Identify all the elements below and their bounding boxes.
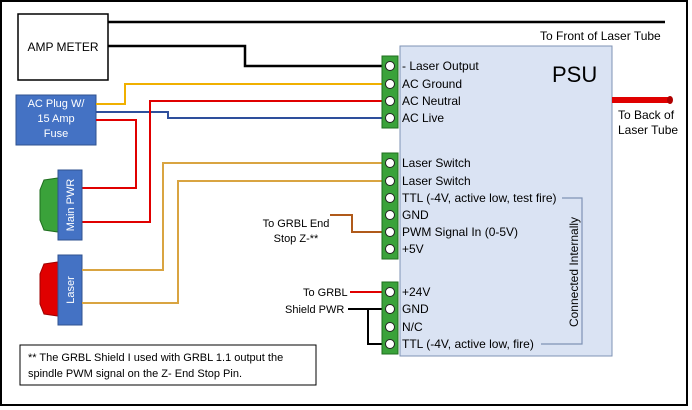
to-grbl-label: To GRBL bbox=[303, 287, 348, 299]
terminal-block-lower bbox=[381, 281, 399, 355]
terminal-label: TTL (-4V, active low, test fire) bbox=[402, 191, 557, 205]
terminal-label: N/C bbox=[402, 320, 423, 334]
shield-pwr-label: Shield PWR bbox=[285, 304, 344, 316]
amp-meter-label: AMP METER bbox=[27, 40, 98, 54]
wire-laser-switch-2 bbox=[82, 180, 385, 304]
wire-ac-ground bbox=[96, 83, 385, 105]
ac-plug-label-3: Fuse bbox=[44, 128, 68, 140]
terminal-label: Laser Switch bbox=[402, 156, 471, 170]
to-back-label-2: Laser Tube bbox=[618, 123, 678, 137]
main-pwr-label: Main PWR bbox=[65, 179, 77, 232]
terminal-label: AC Live bbox=[402, 111, 444, 125]
wire-to-back-end bbox=[667, 96, 673, 104]
to-back-label-1: To Back of bbox=[618, 108, 675, 122]
psu-title: PSU bbox=[552, 62, 597, 87]
grbl-end-label-1: To GRBL End bbox=[263, 218, 330, 230]
footnote-line-1: ** The GRBL Shield I used with GRBL 1.1 … bbox=[28, 352, 283, 364]
wire-plug-to-switch bbox=[82, 119, 137, 189]
psu-box bbox=[399, 45, 613, 357]
footnote-line-2: spindle PWM signal on the Z- End Stop Pi… bbox=[28, 368, 242, 380]
terminal-label: GND bbox=[402, 208, 429, 222]
main-pwr-rocker bbox=[39, 177, 59, 233]
to-front-label: To Front of Laser Tube bbox=[540, 29, 661, 43]
ac-plug-label-2: 15 Amp bbox=[37, 113, 74, 125]
laser-rocker bbox=[39, 261, 59, 317]
terminal-label: AC Neutral bbox=[402, 94, 461, 108]
grbl-end-label-2: Stop Z-** bbox=[274, 233, 319, 245]
footnote-box bbox=[19, 344, 317, 386]
terminal-block-upper bbox=[381, 55, 399, 129]
connected-internally-bracket bbox=[541, 197, 583, 345]
terminal-block-middle bbox=[381, 152, 399, 260]
terminal-label: - Laser Output bbox=[402, 59, 479, 73]
connected-internally-label: Connected Internally bbox=[567, 217, 581, 327]
wire-to-back bbox=[612, 97, 670, 103]
main-pwr-box bbox=[57, 169, 83, 241]
wire-laser-switch-1 bbox=[82, 162, 385, 271]
laser-label: Laser bbox=[65, 276, 77, 304]
terminal-label: +5V bbox=[402, 242, 424, 256]
terminal-label: +24V bbox=[402, 285, 430, 299]
wire-ttl-fire bbox=[367, 309, 385, 345]
laser-box bbox=[57, 254, 83, 326]
ac-plug-box bbox=[15, 94, 97, 146]
terminal-label: GND bbox=[402, 302, 429, 316]
wire-ac-neutral bbox=[82, 100, 385, 223]
terminal-label: Laser Switch bbox=[402, 174, 471, 188]
terminal-label: AC Ground bbox=[402, 77, 462, 91]
ac-plug-label-1: AC Plug W/ bbox=[28, 98, 86, 110]
wire-ac-live bbox=[96, 111, 385, 119]
terminal-label: TTL (-4V, active low, fire) bbox=[402, 337, 534, 351]
wire-pwm-signal bbox=[330, 214, 385, 233]
wire-amp-to-laser-output bbox=[108, 44, 385, 68]
terminal-label: PWM Signal In (0-5V) bbox=[402, 225, 518, 239]
